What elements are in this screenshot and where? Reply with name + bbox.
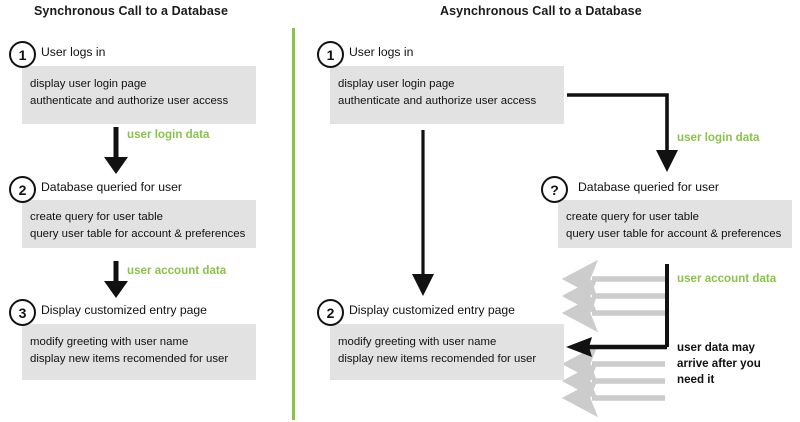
async-db-step-line-1: create query for user table — [566, 211, 699, 223]
async-delivered-data-arrow — [566, 337, 667, 357]
sync-flow-label-1: user login data — [127, 128, 210, 141]
sync-step-3-line-2: display new items recomended for user — [30, 353, 229, 365]
async-step-1-badge: 1 — [317, 41, 344, 68]
sync-arrow-2 — [104, 261, 128, 298]
sync-step-2-line-2: query user table for account & preferenc… — [30, 228, 246, 240]
async-db-step-box — [558, 200, 792, 248]
async-step-1-heading: User logs in — [349, 45, 414, 59]
async-late-data-note-line-3: need it — [677, 373, 715, 386]
sync-step-2-line-1: create query for user table — [30, 211, 163, 223]
panel-title-asynchronous: Asynchronous Call to a Database — [440, 4, 642, 18]
sync-step-2-badge: 2 — [9, 176, 36, 203]
sync-step-2-heading: Database queried for user — [41, 180, 182, 194]
async-step-1-line-2: authenticate and authorize user access — [338, 95, 537, 107]
async-step-2-badge: 2 — [317, 299, 344, 326]
async-step-1-line-1: display user login page — [338, 78, 455, 90]
sync-arrow-1 — [104, 127, 128, 174]
async-late-data-note-line-1: user data may — [677, 341, 755, 354]
sync-step-2-box — [22, 200, 256, 248]
sync-step-1-line-1: display user login page — [30, 78, 147, 90]
async-request-elbow-arrow — [567, 93, 678, 172]
async-step-2-heading: Display customized entry page — [349, 303, 515, 317]
sync-step-3-line-1: modify greeting with user name — [30, 336, 189, 348]
panel-divider — [292, 28, 295, 420]
async-db-step-heading: Database queried for user — [578, 180, 719, 194]
async-db-step-line-2: query user table for account & preferenc… — [566, 228, 782, 240]
async-main-thread-arrow — [412, 130, 434, 296]
sync-step-1-box — [22, 66, 256, 124]
async-late-data-note-line-2: arrive after you — [677, 357, 761, 370]
async-db-step-badge: ? — [541, 176, 568, 203]
async-step-1-box — [330, 66, 564, 124]
async-step-2-box — [330, 324, 564, 380]
sync-step-3-badge: 3 — [9, 299, 36, 326]
sync-step-3-heading: Display customized entry page — [41, 303, 207, 317]
async-step-2-line-2: display new items recomended for user — [338, 353, 537, 365]
sync-step-1-badge: 1 — [9, 41, 36, 68]
sync-step-3-box — [22, 324, 256, 380]
sync-flow-label-2: user account data — [127, 264, 227, 277]
async-flow-label-1: user login data — [677, 131, 760, 144]
async-step-2-line-1: modify greeting with user name — [338, 336, 497, 348]
sync-step-1-heading: User logs in — [41, 45, 106, 59]
async-flow-label-2: user account data — [677, 272, 777, 285]
panel-title-synchronous: Synchronous Call to a Database — [34, 4, 229, 18]
sync-step-1-line-2: authenticate and authorize user access — [30, 95, 229, 107]
